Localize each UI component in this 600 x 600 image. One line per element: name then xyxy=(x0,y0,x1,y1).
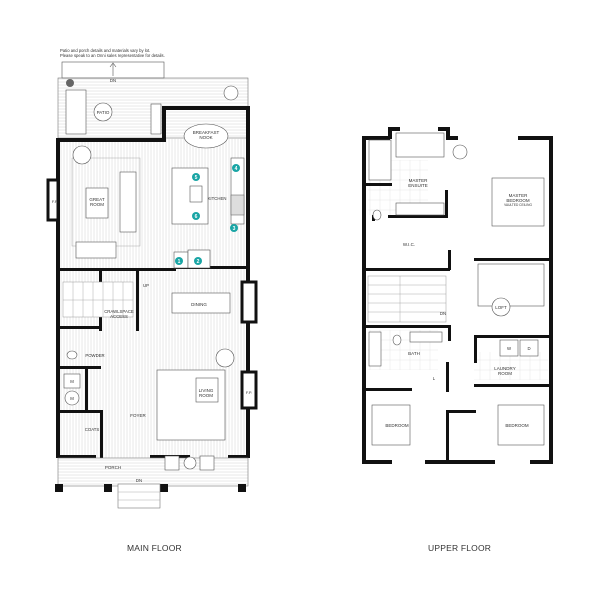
room-label-loft: LOFT xyxy=(495,305,507,310)
dryer xyxy=(519,339,539,357)
room-label-vaulted-ceiling: VAULTED CEILING xyxy=(504,203,532,207)
master-bed xyxy=(491,177,545,227)
room-label-foyer: FOYER xyxy=(130,413,146,418)
note-line-2: Please speak to an Onni sales representa… xyxy=(60,53,165,58)
room-label-living-room: ROOM xyxy=(199,393,213,398)
main-floor-title: MAIN FLOOR xyxy=(127,543,182,553)
svg-text:3: 3 xyxy=(233,226,236,232)
washer xyxy=(499,339,519,357)
plant-icon xyxy=(66,79,74,87)
room-label-porch: PORCH xyxy=(105,465,121,470)
great-room-sofa xyxy=(119,171,137,233)
lot-disclaimer-note: Patio and porch details and materials va… xyxy=(60,48,165,58)
master-tub xyxy=(395,132,445,158)
room-label-bedroom: BEDROOM xyxy=(506,198,530,203)
room-label-fireplace-left: F.P. xyxy=(52,199,58,204)
room-label-access: ACCESS xyxy=(110,314,128,319)
room-label-m1: M xyxy=(70,379,74,384)
porch-deck xyxy=(57,457,249,487)
kitchen-marker-3[interactable]: 3 xyxy=(230,224,238,232)
patio-sofa xyxy=(65,89,87,135)
room-label-breakfast: BREAKFAST xyxy=(193,130,220,135)
svg-text:4: 4 xyxy=(235,166,238,172)
upper-stairs xyxy=(367,275,447,323)
master-vanity xyxy=(395,202,445,216)
kitchen-marker-1[interactable]: 1 xyxy=(175,257,183,265)
svg-text:2: 2 xyxy=(197,259,200,265)
great-room-loveseat xyxy=(75,241,117,259)
room-label-kitchen: KITCHEN xyxy=(208,196,227,201)
breakfast-table xyxy=(183,123,229,149)
master-shower xyxy=(368,139,392,181)
svg-text:6: 6 xyxy=(195,214,198,220)
kitchen-marker-2[interactable]: 2 xyxy=(194,257,202,265)
main-stairs xyxy=(62,281,134,318)
room-label-bedroom-left: BEDROOM xyxy=(385,423,409,428)
room-label-bath: BATH xyxy=(408,351,420,356)
upper-floor-title: UPPER FLOOR xyxy=(428,543,492,553)
upper-floor-plan: MASTER ENSUITE MASTER BEDROOM VAULTED CE… xyxy=(362,127,553,464)
loft-sectional xyxy=(477,263,545,307)
kitchen-marker-4[interactable]: 4 xyxy=(232,164,240,172)
patio-label-circle xyxy=(93,102,113,122)
room-label-great-room: ROOM xyxy=(90,202,104,207)
svg-text:5: 5 xyxy=(195,175,198,181)
bedroom-left-bed xyxy=(371,404,411,446)
room-label-living: LIVING xyxy=(199,388,214,393)
room-label-fireplace-right: F.P. xyxy=(246,390,252,395)
room-label-laundry: LAUNDRY xyxy=(494,366,515,371)
kitchen-marker-5[interactable]: 5 xyxy=(192,173,200,181)
room-label-laundry-room: ROOM xyxy=(498,371,512,376)
room-label-m2: M xyxy=(70,396,74,401)
room-label-dining: DINING xyxy=(191,302,207,307)
stair-label-dn-patio: DN xyxy=(110,78,116,83)
room-label-master-bedroom: MASTER xyxy=(509,193,529,198)
room-label-ensuite: ENSUITE xyxy=(408,183,428,188)
room-label-wic: W.I.C. xyxy=(403,242,415,247)
bedroom-right-bed xyxy=(497,404,545,446)
dining-table xyxy=(171,292,231,314)
room-label-linen: L xyxy=(433,376,436,381)
kitchen-sink xyxy=(189,185,203,203)
patio-chair xyxy=(223,85,239,101)
porch-steps xyxy=(117,483,161,509)
label-washer: W xyxy=(507,346,512,351)
room-label-great: GREAT xyxy=(89,197,104,202)
stair-label-dn-upper: DN xyxy=(440,311,446,316)
svg-text:1: 1 xyxy=(178,259,181,265)
room-label-nook: NOOK xyxy=(199,135,212,140)
great-room-armchair xyxy=(72,145,92,165)
bathtub xyxy=(368,331,382,367)
room-label-bedroom-right: BEDROOM xyxy=(505,423,529,428)
room-label-coats: COATS xyxy=(85,427,100,432)
stair-label-dn-porch: DN xyxy=(136,478,142,483)
label-dryer: D xyxy=(527,346,530,351)
main-floor-plan: PATIO BREAKFAST NOOK GREAT ROOM KITCHEN … xyxy=(46,61,258,509)
cooktop xyxy=(230,194,245,216)
living-armchair xyxy=(215,348,235,368)
kitchen-marker-6[interactable]: 6 xyxy=(192,212,200,220)
stair-label-up: UP xyxy=(143,283,149,288)
room-label-master-ensuite: MASTER xyxy=(409,178,429,183)
room-label-crawlspace: CRAWLSPACE xyxy=(104,309,134,314)
room-label-patio: PATIO xyxy=(97,110,110,115)
note-line-1: Patio and porch details and materials va… xyxy=(60,48,151,53)
room-label-powder: POWDER xyxy=(85,353,104,358)
loft-label-circle xyxy=(491,297,511,317)
